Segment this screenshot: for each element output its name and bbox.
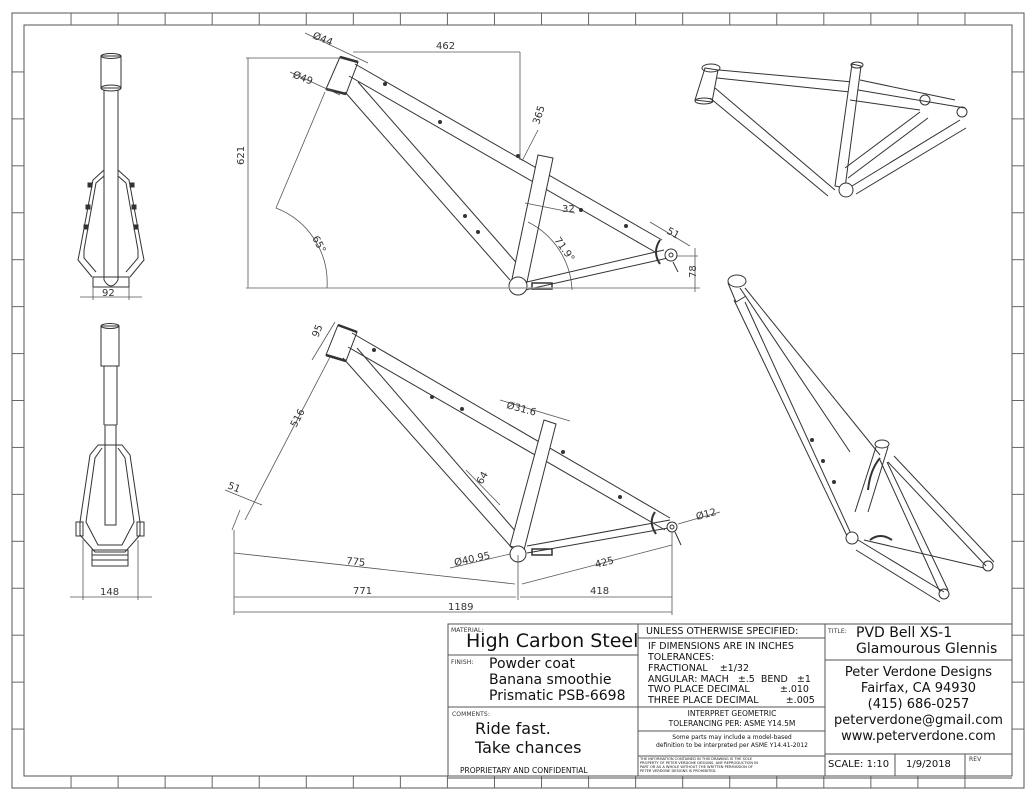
dim-fork-offset: 51 <box>226 481 242 496</box>
finish-line-1: Powder coat <box>489 656 575 672</box>
comment-line-2: Take chances <box>475 738 582 757</box>
title-label: TITLE: <box>828 628 847 635</box>
model-based-line-1: Some parts may include a model-based <box>672 734 792 741</box>
dim-bb-width: 92 <box>102 288 115 299</box>
material-value: High Carbon Steel <box>466 630 639 652</box>
unless-specified: UNLESS OTHERWISE SPECIFIED: <box>646 626 799 637</box>
dim-seat-tube-sleeve: 64 <box>475 470 491 487</box>
dim-bb-shell-dia: Ø40.95 <box>453 550 491 569</box>
dim-head-tube-dia-bottom: Ø49 <box>291 69 315 88</box>
drawing-title-line-1: PVD Bell XS-1 <box>856 625 953 641</box>
notice-line-2: PROPERTY OF PETER VERDONE DESIGNS. ANY R… <box>640 761 758 765</box>
tolerance-line-2: TOLERANCES: <box>648 652 715 663</box>
material-label: MATERIAL: <box>451 627 484 634</box>
interpret-line-1: INTERPRET GEOMETRIC <box>687 709 777 718</box>
front-view <box>77 53 145 288</box>
dim-front-center: 775 <box>346 556 366 569</box>
notice-line-4: PETER VERDONE DESIGNS IS PROHIBITED. <box>640 769 717 773</box>
dim-front-horizontal: 771 <box>353 586 372 597</box>
dim-fork-length: 516 <box>289 407 308 429</box>
tolerance-line-4: ANGULAR: MACH ±.5 BEND ±1 <box>648 674 811 685</box>
dim-bb-drop: 78 <box>688 265 699 278</box>
scale-value: SCALE: 1:10 <box>828 759 890 770</box>
notice-line-1: THE INFORMATION CONTAINED IN THIS DRAWIN… <box>640 757 753 761</box>
tolerance-line-6: THREE PLACE DECIMAL ±.005 <box>648 695 815 706</box>
company-address: Fairfax, CA 94930 <box>860 681 977 696</box>
comments-label: COMMENTS: <box>452 711 490 718</box>
tolerance-line-5: TWO PLACE DECIMAL ±.010 <box>648 684 809 695</box>
proprietary-notice: PROPRIETARY AND CONFIDENTIAL <box>460 766 588 775</box>
dim-head-angle: 65° <box>309 234 327 255</box>
rear-view <box>75 323 145 567</box>
dim-stack: 621 <box>236 146 247 165</box>
company-website[interactable]: www.peterverdone.com <box>841 729 996 744</box>
dim-seat-tube-dia: 32 <box>562 204 575 215</box>
tolerance-line-1: IF DIMENSIONS ARE IN INCHES <box>648 641 794 652</box>
finish-label: FINISH: <box>451 659 474 666</box>
side-view-top <box>325 55 679 296</box>
dim-axle-dia: Ø12 <box>695 506 718 523</box>
dim-head-tube-length: 95 <box>311 323 326 339</box>
drawing-title-line-2: Glamourous Glennis <box>856 641 998 657</box>
dim-rear-horizontal: 418 <box>590 586 609 597</box>
interpret-line-2: TOLERANCING PER: ASME Y14.5M <box>668 719 796 728</box>
model-based-line-2: definition to be interpreted per ASME Y1… <box>655 742 808 749</box>
side-view-bottom-dims <box>224 321 721 615</box>
dim-seat-angle: 71.9° <box>552 235 577 264</box>
tolerance-line-3: FRACTIONAL ±1/32 <box>648 663 749 674</box>
dim-reach: 462 <box>436 41 455 52</box>
iso-view-top <box>694 61 968 198</box>
finish-line-2: Banana smoothie <box>489 672 612 688</box>
dim-seatpost-dia: Ø31.6 <box>505 399 537 418</box>
rear-view-dims <box>70 540 152 600</box>
front-view-dims <box>80 287 142 300</box>
dim-seat-tube-length: 365 <box>531 104 547 126</box>
company-name: Peter Verdone Designs <box>844 665 993 680</box>
company-phone: (415) 686-0257 <box>867 697 970 712</box>
rev-label: REV <box>969 756 982 763</box>
dim-head-tube-dia-top: Ø44 <box>311 30 335 49</box>
dim-dropout: 51 <box>665 226 681 242</box>
company-email[interactable]: peterverdone@gmail.com <box>834 713 1003 728</box>
dim-wheelbase: 1189 <box>448 602 473 613</box>
dim-rear-spacing: 148 <box>100 587 119 598</box>
finish-line-3: Prismatic PSB-6698 <box>489 688 626 704</box>
comment-line-1: Ride fast. <box>475 719 551 738</box>
side-view-bottom <box>325 323 682 563</box>
iso-view-bottom <box>727 274 995 603</box>
dim-chainstay: 425 <box>594 555 615 571</box>
side-view-top-dims <box>246 32 700 292</box>
drawing-date: 1/9/2018 <box>906 759 951 770</box>
notice-line-3: PART OR AS A WHOLE WITHOUT THE WRITTEN P… <box>640 765 753 769</box>
